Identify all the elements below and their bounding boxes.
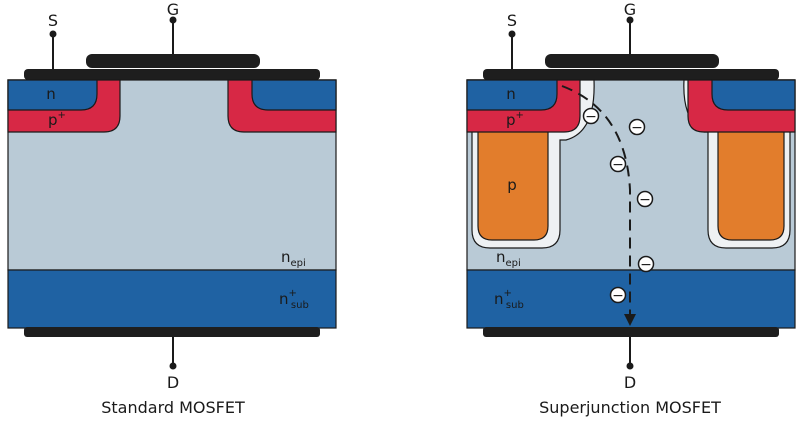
electron-icon: −	[636, 190, 654, 208]
standard-mosfet: S G n p+ nepi n+sub D Standard MOSFET	[7, 0, 337, 417]
drain-label: D	[624, 373, 636, 392]
n-substrate-layer	[7, 269, 337, 329]
n-sub-label-sub: sub	[506, 300, 524, 311]
n-epi-label: nepi	[281, 248, 306, 269]
n-sub-label-base: n	[279, 290, 289, 308]
svg-text:−: −	[612, 288, 624, 304]
electron-icon: −	[609, 155, 627, 173]
svg-text:−: −	[631, 120, 643, 136]
n-source-left	[466, 79, 558, 111]
p-plus-label-base: p	[506, 111, 516, 129]
n-sub-label: n+sub	[494, 288, 524, 311]
gate-electrode	[545, 54, 719, 68]
source-label: S	[507, 11, 517, 30]
p-plus-label-sup: +	[58, 110, 66, 121]
gate-label: G	[624, 0, 636, 19]
n-sub-label-sub: sub	[291, 300, 309, 311]
drain-metal	[24, 327, 320, 337]
electron-icon: −	[609, 286, 627, 304]
n-source-left	[7, 79, 98, 111]
n-region-label: n	[506, 85, 516, 103]
source-metal	[24, 69, 320, 80]
p-column-label: p	[507, 176, 517, 194]
gate-terminal-dot	[169, 16, 177, 24]
electron-flow-arrowhead	[624, 314, 636, 326]
drain-label: D	[167, 373, 179, 392]
gate-terminal-dot	[626, 16, 634, 24]
p-plus-label-sup: +	[516, 110, 524, 121]
source-metal	[483, 69, 779, 80]
n-source-right	[711, 79, 796, 111]
p-plus-label: p+	[506, 110, 524, 129]
p-column-right	[717, 125, 785, 241]
svg-text:−: −	[640, 257, 652, 273]
source-label: S	[48, 11, 58, 30]
n-sub-label: n+sub	[279, 288, 309, 311]
source-terminal-dot	[508, 30, 516, 38]
p-column-left	[477, 125, 549, 241]
p-plus-label-base: p	[48, 111, 58, 129]
gate-electrode	[86, 54, 260, 68]
electron-icon: −	[582, 107, 600, 125]
electron-icon: −	[637, 255, 655, 273]
n-epi-label-sub: epi	[506, 258, 521, 269]
svg-text:−: −	[585, 109, 597, 125]
standard-mosfet-caption: Standard MOSFET	[101, 398, 245, 417]
n-sub-label-sup: +	[289, 288, 297, 299]
drain-terminal-dot	[626, 362, 634, 370]
drain-terminal-dot	[169, 362, 177, 370]
n-epi-label-base: n	[281, 248, 291, 266]
n-sub-label-base: n	[494, 290, 504, 308]
electron-icon: −	[628, 118, 646, 136]
electron-flow-path	[561, 85, 631, 316]
source-terminal-dot	[49, 30, 57, 38]
svg-text:−: −	[639, 192, 651, 208]
n-region-label: n	[46, 85, 56, 103]
n-sub-label-sup: +	[504, 288, 512, 299]
p-plus-label: p+	[48, 110, 66, 129]
gate-label: G	[167, 0, 179, 19]
n-epi-label: nepi	[496, 248, 521, 269]
n-source-right	[251, 79, 337, 111]
svg-text:−: −	[612, 157, 624, 173]
n-epi-label-sub: epi	[291, 258, 306, 269]
drain-metal	[483, 327, 779, 337]
superjunction-mosfet-caption: Superjunction MOSFET	[539, 398, 721, 417]
n-epi-label-base: n	[496, 248, 506, 266]
superjunction-mosfet: S G −	[466, 0, 796, 417]
